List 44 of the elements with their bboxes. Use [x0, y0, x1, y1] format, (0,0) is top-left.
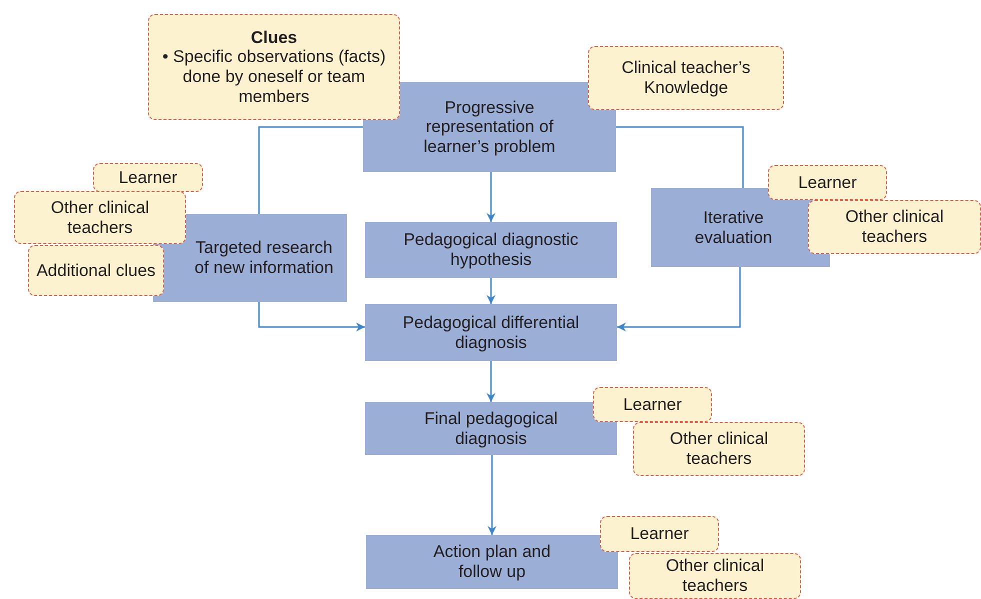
node-label: Pedagogical differential diagnosis — [402, 312, 580, 352]
node-label: Clinical teacher’s Knowledge — [620, 58, 752, 98]
node-label: Pedagogical diagnostic hypothesis — [402, 230, 580, 270]
arrow — [486, 278, 496, 304]
participant-callout — [768, 165, 887, 200]
callout-heading: Clues — [250, 28, 298, 48]
arrow — [617, 267, 741, 332]
process-box — [366, 535, 618, 589]
connector-line — [616, 126, 744, 188]
node-label: Iterative evaluation — [694, 208, 774, 248]
participant-callout — [808, 200, 981, 254]
node-label: Targeted research of new information — [194, 238, 334, 278]
node-label: Action plan and follow up — [432, 542, 552, 582]
node-label: Learner — [118, 168, 178, 188]
participant-callout — [14, 191, 186, 244]
participant-callout — [600, 516, 719, 552]
arrow — [486, 361, 496, 402]
node-label: Other clinical teachers — [664, 556, 766, 596]
node-label: Other clinical teachers — [668, 429, 770, 469]
clue-callout — [28, 245, 164, 296]
clue-callout — [148, 14, 400, 120]
process-box — [365, 222, 617, 278]
node-label: Learner — [798, 172, 857, 192]
participant-callout — [633, 422, 805, 476]
participant-callout — [93, 163, 203, 192]
node-label: Final pedagogical diagnosis — [423, 408, 559, 448]
node-label: Learner — [630, 524, 689, 544]
process-box — [363, 82, 616, 172]
callout-text: • Specific observations (facts) done by oneself or team members — [162, 47, 386, 106]
node-label: Progressive representation of learner’s problem — [422, 98, 556, 156]
process-box — [153, 214, 347, 302]
node-label: Other clinical teachers — [50, 198, 150, 238]
process-box — [365, 304, 617, 361]
participant-callout — [629, 553, 801, 599]
connector-line — [258, 126, 363, 214]
node-label: Learner — [623, 394, 682, 414]
source-callout — [588, 46, 784, 110]
node-label: Additional clues — [36, 260, 156, 280]
arrow — [488, 455, 496, 535]
process-box — [365, 402, 617, 455]
arrow — [486, 172, 496, 222]
node-label: Other clinical teachers — [844, 207, 945, 247]
participant-callout — [593, 387, 712, 422]
arrow — [258, 302, 365, 332]
